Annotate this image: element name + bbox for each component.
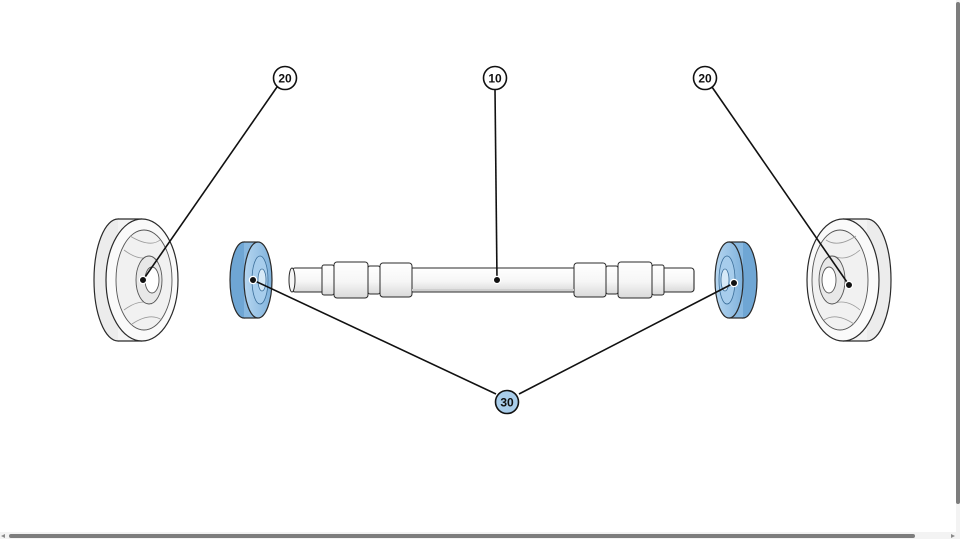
leader-dot-pulley-left (138, 275, 148, 285)
leader-line-30-left (252, 279, 497, 395)
scrollbar-corner (956, 532, 960, 539)
leader-line-30-right (518, 282, 735, 395)
leader-dot-spacer-right (729, 278, 739, 288)
callout-20-right[interactable]: 20 (692, 65, 718, 91)
callout-30[interactable]: 30 (494, 389, 520, 415)
spacer-left[interactable] (229, 241, 273, 319)
horizontal-scrollbar[interactable] (0, 532, 956, 539)
callout-20-left-label: 20 (278, 72, 292, 86)
vertical-scrollbar-thumb[interactable] (956, 2, 960, 504)
shaft[interactable] (288, 261, 695, 299)
callout-20-right-label: 20 (698, 72, 712, 86)
leader-lines (142, 86, 850, 395)
pulley-right[interactable] (806, 218, 892, 342)
pulley-left[interactable] (93, 218, 179, 342)
vertical-scrollbar[interactable] (956, 0, 960, 532)
spacer-right[interactable] (714, 241, 758, 319)
leader-line-20-right (711, 86, 850, 286)
callout-30-label: 30 (500, 396, 514, 410)
scroll-right-arrow-icon[interactable] (951, 534, 955, 538)
horizontal-scrollbar-thumb[interactable] (9, 534, 915, 538)
leader-line-10 (494, 88, 498, 281)
leader-dots (138, 275, 854, 290)
leader-dot-spacer-left (248, 275, 258, 285)
leader-dot-pulley-right (844, 280, 854, 290)
leader-dot-shaft (492, 275, 502, 285)
scroll-left-arrow-icon[interactable] (1, 534, 5, 538)
leader-line-20-left (142, 86, 278, 281)
callout-10-label: 10 (488, 72, 502, 86)
callout-10[interactable]: 10 (482, 65, 508, 91)
callout-20-left[interactable]: 20 (272, 65, 298, 91)
